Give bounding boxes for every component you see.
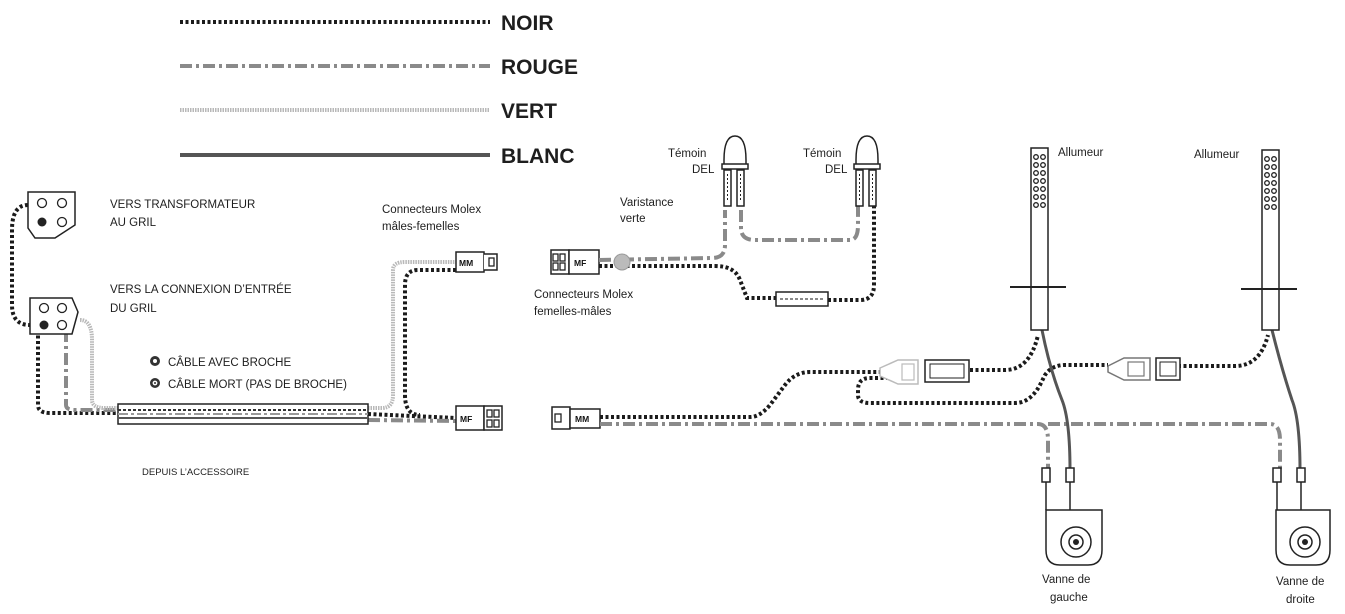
legend-label-blanc: BLANC (501, 145, 575, 168)
led-left (721, 135, 749, 207)
transformer-plug (27, 191, 76, 239)
input-plug (29, 297, 79, 335)
label-igniter-right: Allumeur (1194, 149, 1240, 161)
label-to-transformer-line1: VERS TRANSFORMATEUR (110, 199, 255, 211)
legend-label-noir: NOIR (501, 12, 554, 35)
pin-wire-key: CÂBLE AVEC BROCHE (150, 356, 291, 369)
connector-mf-bottom-label: MF (460, 414, 472, 424)
igniter-left (1010, 147, 1066, 331)
label-led-left-line2: DEL (692, 164, 715, 176)
legend-item-rouge: ROUGE (180, 56, 578, 79)
varistor-bead (613, 253, 631, 271)
inline-fuse (775, 291, 829, 307)
label-valve-left-line2: gauche (1050, 592, 1088, 604)
label-led-right-line2: DEL (825, 164, 848, 176)
connector-mm-top: MM (455, 251, 498, 273)
label-varistor-line1: Varistance (620, 197, 673, 209)
valve-left (1041, 467, 1103, 566)
legend-item-noir: NOIR (180, 12, 554, 35)
spade-connector-left (879, 359, 970, 385)
igniter-right (1241, 149, 1297, 331)
connector-mf-bottom: MF (455, 405, 503, 431)
label-to-input-line2: DU GRIL (110, 303, 157, 315)
label-igniter-left: Allumeur (1058, 147, 1104, 159)
label-molex-fm-line2: femelles-mâles (534, 306, 612, 318)
legend-label-rouge: ROUGE (501, 56, 578, 79)
left-harness-wires (10, 203, 457, 423)
label-molex-mf-line2: mâles-femelles (382, 221, 460, 233)
connector-mf-middle-label: MF (574, 258, 586, 268)
legend-item-vert: VERT (180, 100, 557, 123)
label-molex-fm-line1: Connecteurs Molex (534, 289, 633, 301)
connector-mm-bottom-right: MM (551, 406, 601, 430)
spade-connector-right (1107, 357, 1181, 381)
middle-harness-wires (598, 205, 876, 302)
label-led-right-line1: Témoin (803, 148, 841, 160)
label-to-transformer-line2: AU GRIL (110, 217, 157, 229)
label-varistor-line2: verte (620, 213, 646, 225)
valve-right (1272, 467, 1331, 566)
label-valve-right-line1: Vanne de (1276, 576, 1324, 588)
dead-wire-key: CÂBLE MORT (PAS DE BROCHE) (150, 378, 347, 391)
label-valve-right-line2: droite (1286, 594, 1315, 606)
cable-bundle (117, 403, 369, 425)
led-right (853, 135, 881, 207)
legend-item-blanc: BLANC (180, 145, 575, 168)
label-pin-wire: CÂBLE AVEC BROCHE (168, 356, 291, 369)
label-molex-mf-line1: Connecteurs Molex (382, 204, 481, 216)
legend-label-vert: VERT (501, 100, 557, 123)
label-to-input-line1: VERS LA CONNEXION D’ENTRÉE (110, 283, 292, 296)
connector-mm-top-label: MM (459, 258, 473, 268)
label-valve-left-line1: Vanne de (1042, 574, 1090, 586)
label-from-accessory: DEPUIS L’ACCESSOIRE (142, 467, 249, 478)
connector-mf-middle: MF (550, 249, 600, 275)
connector-mm-bottom-right-label: MM (575, 414, 589, 424)
legend: NOIR ROUGE VERT BLANC (180, 12, 578, 168)
right-harness-wires (600, 329, 1302, 471)
label-dead-wire: CÂBLE MORT (PAS DE BROCHE) (168, 378, 347, 391)
label-led-left-line1: Témoin (668, 148, 706, 160)
